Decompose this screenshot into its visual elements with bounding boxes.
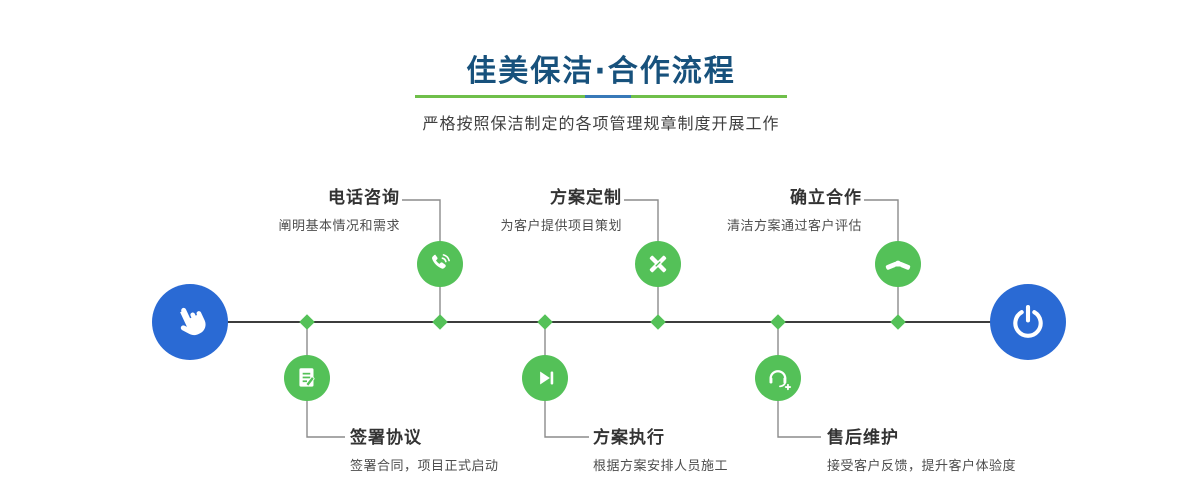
step-title: 电话咨询 <box>328 188 400 208</box>
divider-segment-green-right <box>631 95 787 98</box>
step-node-handshake <box>875 241 921 287</box>
step-title: 方案定制 <box>550 188 622 208</box>
divider-segment-green-left <box>415 95 585 98</box>
diamond-node <box>432 314 448 330</box>
title-divider <box>415 95 787 98</box>
headset-icon <box>769 369 791 390</box>
timeline-start-node <box>152 284 228 360</box>
step-aftersales-maintain: 售后维护 接受客户反馈，提升客户体验度 <box>827 428 1016 474</box>
step-title: 售后维护 <box>827 428 899 448</box>
step-plan-execute: 方案执行 根据方案安排人员施工 <box>593 428 728 474</box>
step-desc: 签署合同，项目正式启动 <box>350 459 499 474</box>
diamond-node <box>650 314 666 330</box>
step-desc: 为客户提供项目策划 <box>500 219 622 234</box>
step-node-tools <box>635 241 681 287</box>
step-node-phone <box>417 241 463 287</box>
step-title: 确立合作 <box>790 188 862 208</box>
timeline-end-node <box>990 284 1066 360</box>
step-node-play <box>522 355 568 401</box>
step-title: 签署协议 <box>350 428 422 448</box>
step-sign-agreement: 签署协议 签署合同，项目正式启动 <box>350 428 499 474</box>
step-title: 方案执行 <box>593 428 665 448</box>
step-desc: 接受客户反馈，提升客户体验度 <box>827 459 1017 474</box>
diamond-node <box>890 314 906 330</box>
step-desc: 阐明基本情况和需求 <box>278 219 400 234</box>
diamond-node <box>299 314 315 330</box>
step-desc: 清洁方案通过客户评估 <box>726 219 862 234</box>
page-title: 佳美保洁·合作流程 <box>466 54 736 89</box>
pen-ruler-icon <box>649 255 667 273</box>
step-establish-cooperation: 确立合作 清洁方案通过客户评估 <box>727 188 862 234</box>
step-phone-consult: 电话咨询 阐明基本情况和需求 <box>278 188 400 234</box>
phone-icon <box>432 254 450 269</box>
power-icon <box>1013 305 1043 338</box>
step-node-contract <box>284 355 330 401</box>
step-plan-customize: 方案定制 为客户提供项目策划 <box>500 188 622 234</box>
pointing-hand-icon <box>180 307 206 336</box>
page-subtitle: 严格按照保洁制定的各项管理规章制度开展工作 <box>422 114 780 133</box>
diamond-node <box>537 314 553 330</box>
diamond-node <box>770 314 786 330</box>
step-desc: 根据方案安排人员施工 <box>593 459 729 474</box>
contract-icon <box>299 368 315 387</box>
play-icon <box>540 371 554 385</box>
step-node-headset <box>755 355 801 401</box>
divider-segment-blue <box>585 95 631 98</box>
handshake-icon <box>885 260 911 270</box>
